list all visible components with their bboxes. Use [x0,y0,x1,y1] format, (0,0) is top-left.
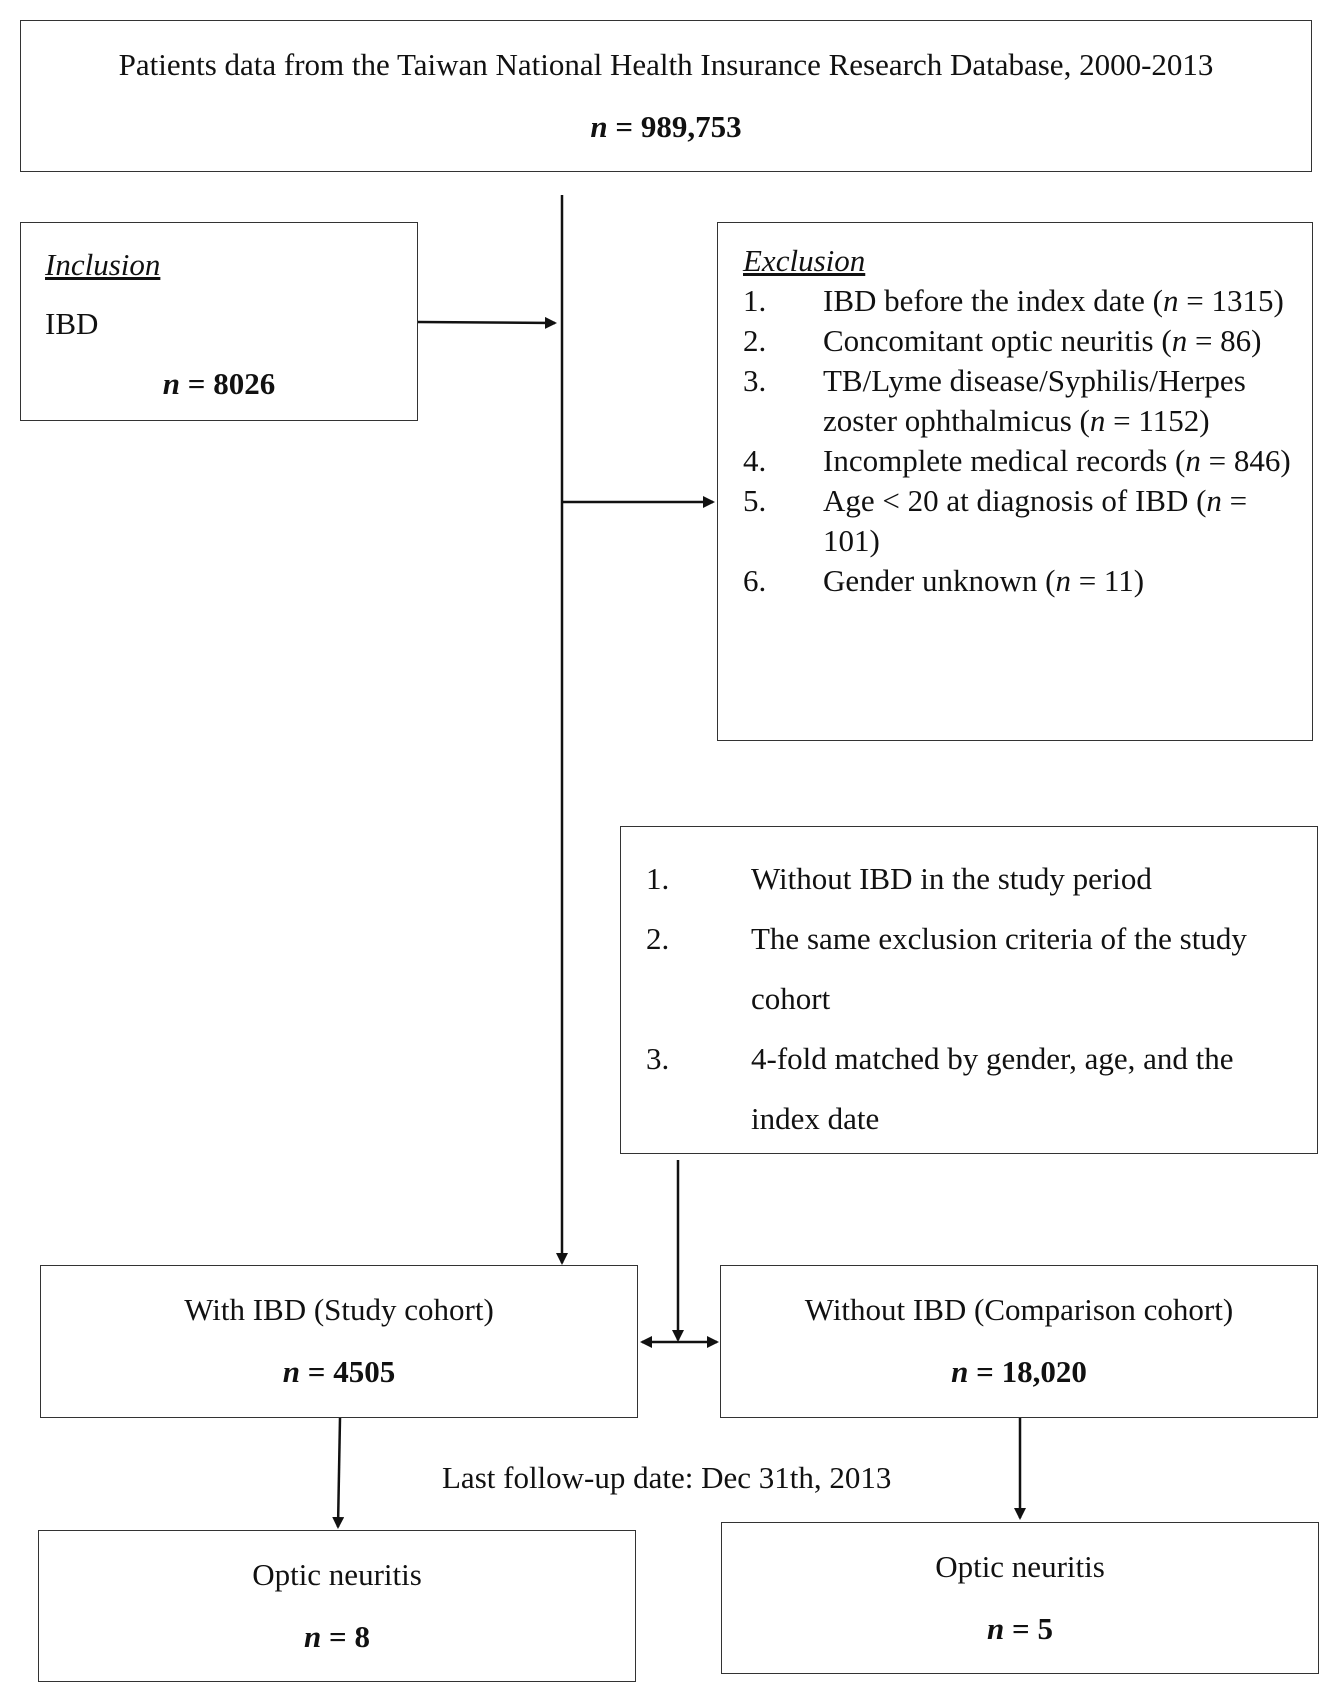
inclusion-count: n = 8026 [21,366,417,402]
exclusion-item-count: = 101) [823,483,1248,558]
source-title: Patients data from the Taiwan National H… [118,47,1214,82]
exclusion-item-count: = 1315) [1178,283,1284,318]
study-outcome-n-value: = 8 [329,1619,370,1654]
exclusion-item-n: n [1185,443,1201,478]
study-outcome-title: Optic neuritis [252,1557,422,1592]
exclusion-item-text: Gender unknown ( [823,563,1056,598]
inclusion-label: IBD [45,306,99,341]
exclusion-box: Exclusion 1. IBD before the index date (… [717,222,1313,741]
exclusion-item-n: n [1055,563,1071,598]
criteria-item: 1. Without IBD in the study period [646,849,1277,909]
source-count: n = 989,753 [21,109,1311,145]
exclusion-item: 2. Concomitant optic neuritis (n = 86) [743,321,1292,361]
comparison-cohort-n-value: = 18,020 [976,1354,1087,1389]
comparison-cohort-n-symbol: n [951,1354,969,1389]
exclusion-item-text: TB/Lyme disease/Syphilis/Herpes zoster o… [823,363,1246,438]
study-cohort-count: n = 4505 [41,1354,637,1390]
comparison-outcome-box: Optic neuritis n = 5 [721,1522,1319,1674]
inclusion-arrow [417,316,557,329]
exclusion-item-n: n [1089,403,1106,438]
criteria-item-number: 1. [646,861,670,896]
exclusion-item-number: 1. [743,283,767,318]
source-n-value: = 989,753 [615,109,742,144]
exclusion-item-count: = 11) [1070,563,1145,598]
exclusion-item-count: = 846) [1200,443,1291,478]
study-cohort-n-symbol: n [282,1354,301,1389]
comparison-cohort-box: Without IBD (Comparison cohort) n = 18,0… [720,1265,1318,1418]
comparison-cohort-title: Without IBD (Comparison cohort) [804,1292,1234,1327]
inclusion-n-value: = 8026 [187,366,276,401]
exclusion-item-text: IBD before the index date ( [823,283,1164,318]
exclusion-item-text: Incomplete medical records ( [823,443,1186,478]
comparison-outcome-n-symbol: n [987,1611,1005,1646]
criteria-item-text: The same exclusion criteria of the study… [751,921,1247,1016]
criteria-item-text: Without IBD in the study period [751,861,1152,896]
comparison-outcome-count: n = 5 [722,1611,1318,1647]
exclusion-item: 4. Incomplete medical records (n = 846) [743,441,1292,481]
exclusion-item-n: n [1163,283,1179,318]
criteria-item-number: 2. [646,921,670,956]
criteria-item-text: 4-fold matched by gender, age, and the i… [751,1041,1234,1136]
exclusion-item: 6. Gender unknown (n = 11) [743,561,1292,601]
study-cohort-title: With IBD (Study cohort) [184,1292,494,1327]
exclusion-item: 3. TB/Lyme disease/Syphilis/Herpes zoste… [743,361,1292,441]
exclusion-item: 5. Age < 20 at diagnosis of IBD (n = 101… [743,481,1292,561]
exclusion-heading: Exclusion [743,243,866,278]
followup-label: Last follow-up date: Dec 31th, 2013 [442,1460,892,1495]
source-n-symbol: n [590,109,608,144]
study-outcome-count: n = 8 [39,1619,635,1655]
exclusion-item-text: Concomitant optic neuritis ( [823,323,1172,358]
inclusion-heading: Inclusion [45,247,161,282]
exclusion-item-n: n [1206,483,1222,518]
exclusion-list: 1. IBD before the index date (n = 1315) … [743,281,1292,601]
study-cohort-n-value: = 4505 [307,1354,396,1389]
source-database-box: Patients data from the Taiwan National H… [20,20,1312,172]
study-outcome-arrow [332,1417,345,1529]
inclusion-box: Inclusion IBD n = 8026 [20,222,418,421]
comparison-criteria-box: 1. Without IBD in the study period 2. Th… [620,826,1318,1154]
comparison-outcome-n-value: = 5 [1012,1611,1053,1646]
criteria-item-number: 3. [646,1041,670,1076]
comparison-cohort-count: n = 18,020 [721,1354,1317,1390]
criteria-item: 2. The same exclusion criteria of the st… [646,909,1277,1029]
exclusion-item-number: 6. [743,563,767,598]
exclusion-item-number: 5. [743,483,767,518]
criteria-item: 3. 4-fold matched by gender, age, and th… [646,1029,1277,1149]
exclusion-item-number: 4. [743,443,767,478]
comparison-outcome-title: Optic neuritis [935,1549,1105,1584]
exclusion-item-number: 3. [743,363,767,398]
study-outcome-box: Optic neuritis n = 8 [38,1530,636,1682]
comparison-criteria-list: 1. Without IBD in the study period 2. Th… [646,849,1277,1149]
exclusion-item-text: Age < 20 at diagnosis of IBD ( [823,483,1207,518]
exclusion-item: 1. IBD before the index date (n = 1315) [743,281,1292,321]
inclusion-n-symbol: n [162,366,181,401]
exclusion-item-count: = 86) [1187,323,1262,358]
exclusion-item-number: 2. [743,323,767,358]
study-outcome-n-symbol: n [304,1619,322,1654]
exclusion-item-n: n [1171,323,1188,358]
exclusion-item-count: = 1152) [1105,403,1210,438]
study-cohort-box: With IBD (Study cohort) n = 4505 [40,1265,638,1418]
